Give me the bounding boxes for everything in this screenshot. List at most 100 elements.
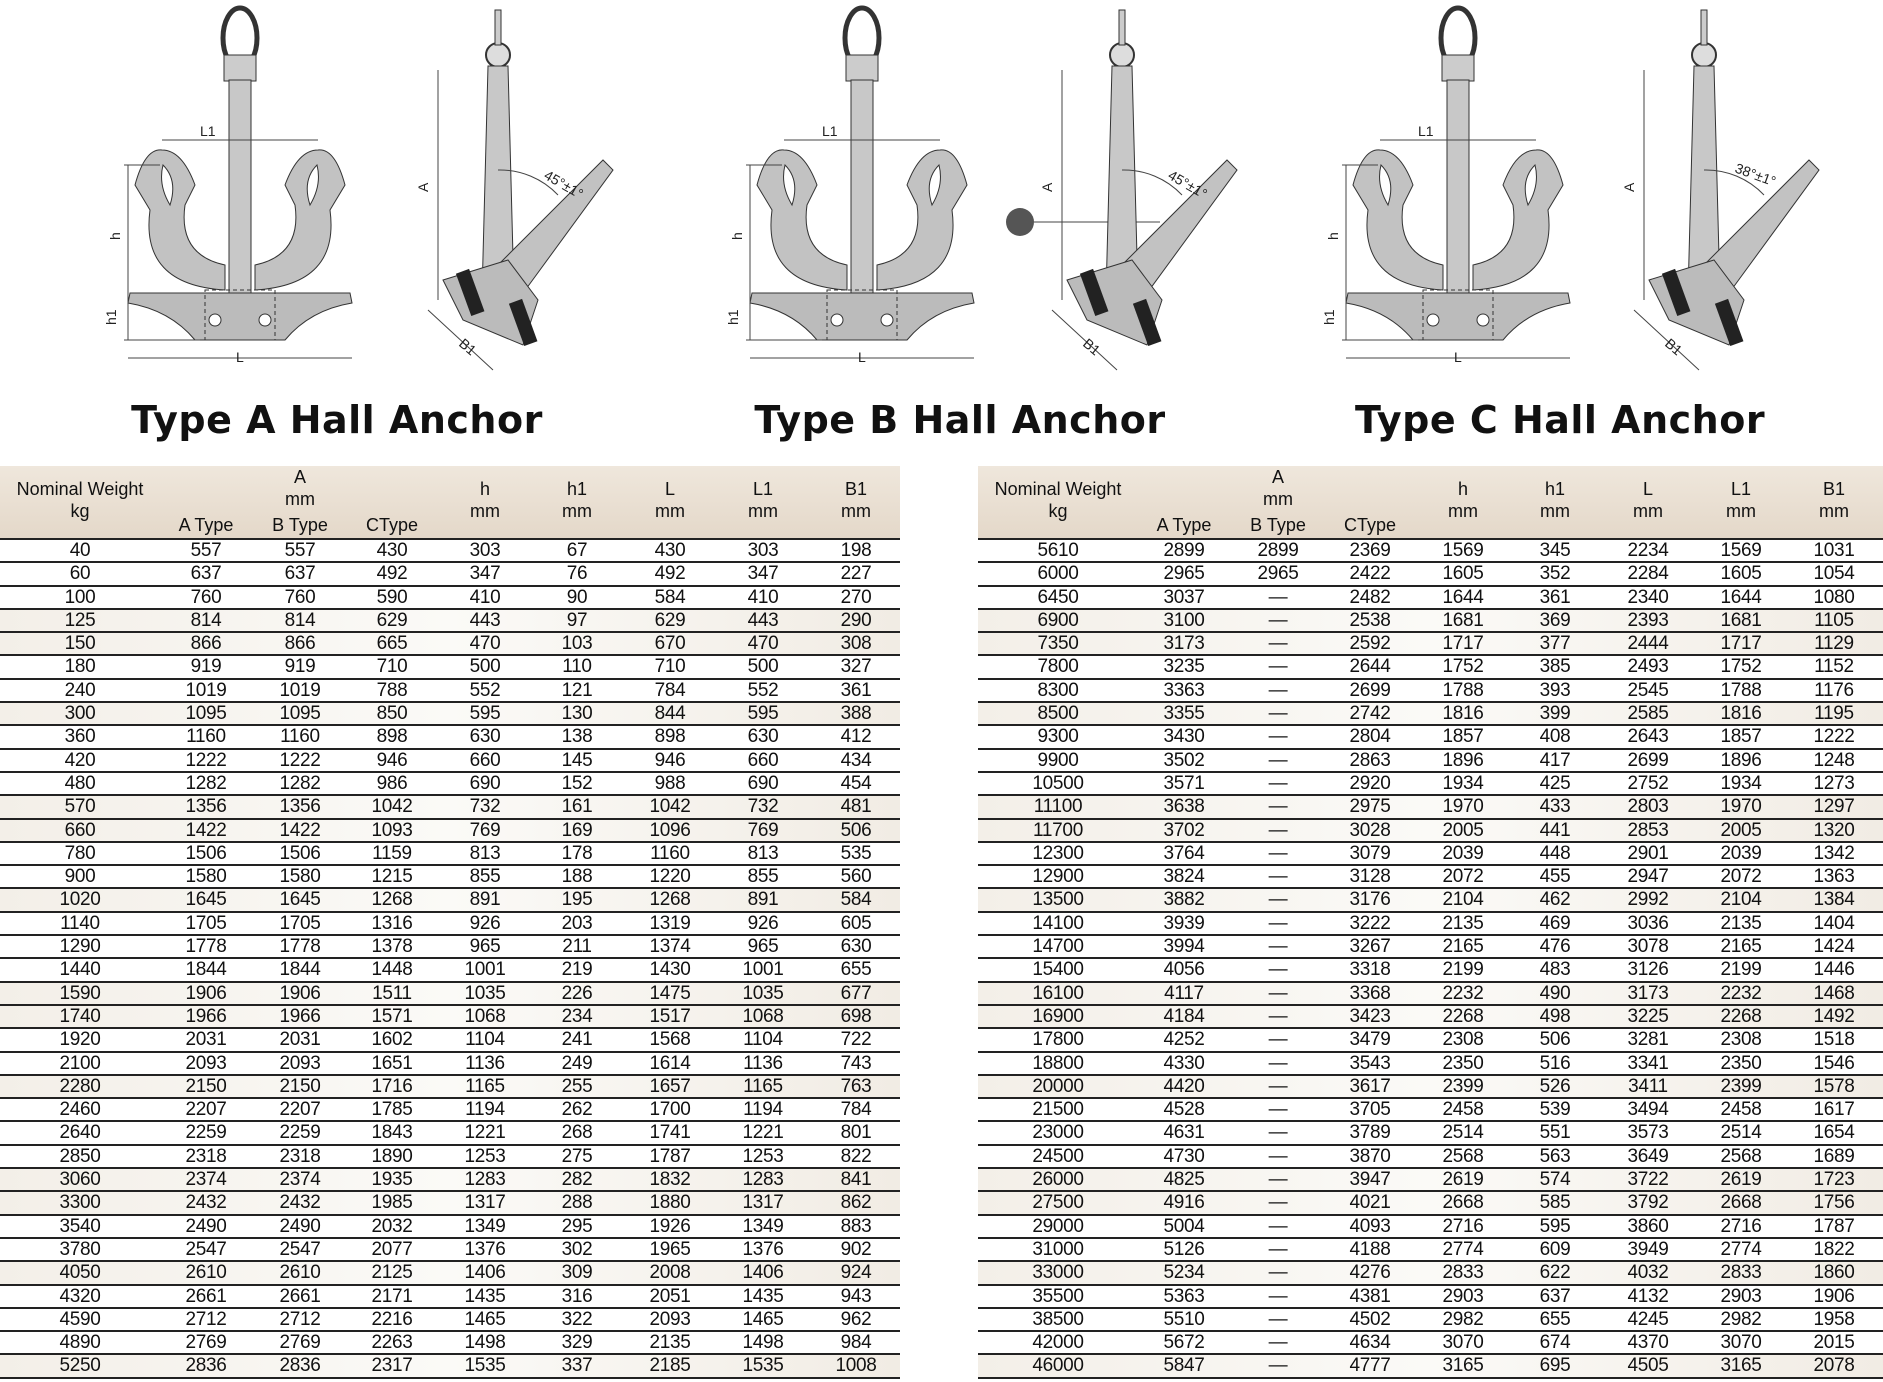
cell-l1: 1406	[742, 1262, 784, 1284]
cell-c-type: 3479	[1349, 1029, 1391, 1051]
cell-l: 2585	[1627, 703, 1669, 725]
cell-l: 1475	[649, 982, 691, 1004]
cell-b-type: 1422	[279, 819, 321, 841]
cell-c-type: 986	[376, 772, 408, 794]
cell-l1: 2350	[1720, 1052, 1762, 1074]
cell-b-type: —	[1268, 959, 1288, 981]
cell-l1: 2039	[1720, 842, 1762, 864]
cell-b-type: 2259	[279, 1122, 321, 1144]
cell-h: 2199	[1442, 959, 1484, 981]
cell-b-type: —	[1268, 889, 1288, 911]
cell-weight: 2100	[59, 1052, 101, 1074]
cell-h: 2668	[1442, 1192, 1484, 1214]
cell-h1: 309	[561, 1262, 593, 1284]
cell-weight: 14700	[1032, 936, 1084, 958]
cell-weight: 13500	[1032, 889, 1084, 911]
cell-l1: 1896	[1720, 749, 1762, 771]
cell-b-type: —	[1268, 936, 1288, 958]
cell-b-type: —	[1268, 1145, 1288, 1167]
cell-a-type: 1095	[185, 703, 227, 725]
cell-b-type: —	[1268, 982, 1288, 1004]
cell-b-type: 1356	[279, 796, 321, 818]
cell-c-type: 788	[376, 679, 408, 701]
cell-l: 1319	[649, 912, 691, 934]
cell-c-type: 3543	[1349, 1052, 1391, 1074]
cell-h: 470	[469, 633, 501, 655]
cell-b-type: 2965	[1257, 563, 1299, 585]
type-c-title: Type C Hall Anchor	[1354, 398, 1766, 442]
cell-l1: 2774	[1720, 1238, 1762, 1260]
cell-h: 2308	[1442, 1029, 1484, 1051]
cell-h1: 455	[1539, 866, 1571, 888]
cell-l1: 1857	[1720, 726, 1762, 748]
cell-a-type: 1906	[185, 982, 227, 1004]
cell-b-type: 1506	[279, 842, 321, 864]
cell-b1: 481	[840, 796, 872, 818]
cell-h1: 483	[1539, 959, 1571, 981]
cell-l: 1787	[649, 1145, 691, 1167]
cell-l1: 1605	[1720, 563, 1762, 585]
header-b-type: B Type	[272, 515, 328, 535]
cell-c-type: 492	[376, 563, 408, 585]
cell-b1: 1756	[1813, 1192, 1855, 1214]
cell-h1: 219	[561, 959, 593, 981]
cell-c-type: 1571	[371, 1005, 413, 1027]
cell-l: 2185	[649, 1355, 691, 1377]
cell-c-type: 2171	[371, 1285, 413, 1307]
cell-c-type: 850	[376, 703, 408, 725]
cell-l: 3341	[1627, 1052, 1669, 1074]
cell-l1: 1376	[742, 1238, 784, 1260]
cell-c-type: 2863	[1349, 749, 1391, 771]
cell-a-type: 2769	[185, 1332, 227, 1354]
cell-c-type: 2742	[1349, 703, 1391, 725]
cell-b-type: —	[1268, 1005, 1288, 1027]
cell-a-type: 2432	[185, 1192, 227, 1214]
cell-b-type: —	[1268, 1122, 1288, 1144]
cell-h1: 178	[561, 842, 593, 864]
cell-a-type: 2150	[185, 1075, 227, 1097]
cell-b-type: 1645	[279, 889, 321, 911]
cell-l: 3860	[1627, 1215, 1669, 1237]
cell-h1: 103	[561, 633, 593, 655]
cell-l: 1614	[649, 1052, 691, 1074]
cell-b1: 1787	[1813, 1215, 1855, 1237]
cell-b1: 1105	[1814, 609, 1854, 631]
cell-b-type: 2207	[279, 1099, 321, 1121]
cell-h1: 551	[1539, 1122, 1571, 1144]
cell-h: 595	[469, 703, 501, 725]
cell-c-type: 1843	[371, 1122, 413, 1144]
cell-a-type: 866	[190, 633, 222, 655]
cell-weight: 4050	[59, 1262, 101, 1284]
cell-h1: 637	[1539, 1285, 1571, 1307]
cell-b1: 902	[840, 1238, 872, 1260]
cell-b-type: 1019	[279, 679, 321, 701]
cell-h1: 369	[1539, 609, 1571, 631]
cell-b1: 1080	[1813, 586, 1855, 608]
cell-h: 1221	[464, 1122, 506, 1144]
cell-weight: 26000	[1032, 1169, 1084, 1191]
cell-h: 1857	[1442, 726, 1484, 748]
cell-b1: 962	[840, 1308, 872, 1330]
cell-h1: 539	[1539, 1099, 1571, 1121]
cell-a-type: 3939	[1163, 912, 1205, 934]
cell-weight: 15400	[1032, 959, 1084, 981]
cell-a-type: 4184	[1163, 1005, 1205, 1027]
cell-l: 3494	[1627, 1099, 1669, 1121]
table-header: Nominal Weight kg A mm A Type B Type CTy…	[0, 466, 900, 540]
cell-c-type: 3423	[1349, 1005, 1391, 1027]
cell-h1: 169	[561, 819, 593, 841]
cell-h1: 498	[1539, 1005, 1571, 1027]
cell-b1: 506	[840, 819, 872, 841]
cell-b-type: —	[1268, 1169, 1288, 1191]
cell-l: 2051	[649, 1285, 691, 1307]
cell-b-type: 866	[284, 633, 316, 655]
cell-a-type: 2374	[185, 1169, 227, 1191]
cell-a-type: 4730	[1163, 1145, 1205, 1167]
